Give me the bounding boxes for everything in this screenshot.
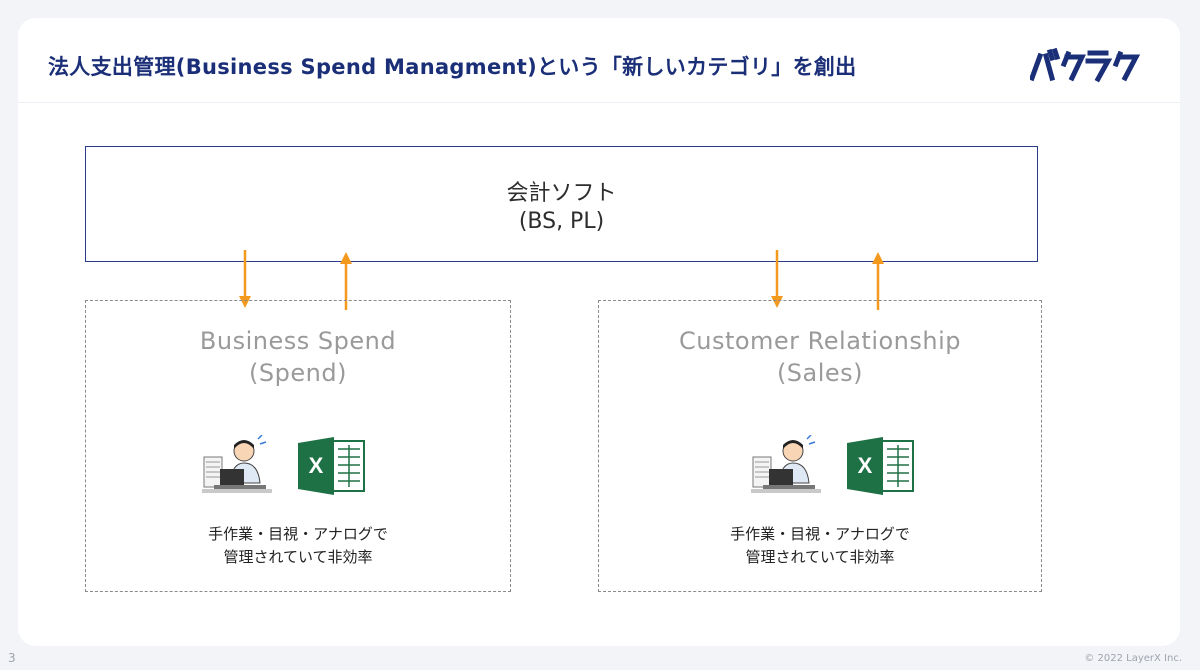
icon-row: X (86, 435, 510, 501)
arrow-up-left (340, 252, 352, 310)
svg-text:X: X (858, 453, 873, 478)
customer-relationship-caption-line1: 手作業・目視・アナログで (730, 525, 910, 543)
customer-relationship-caption-line2: 管理されていて非効率 (745, 548, 895, 566)
business-spend-title: Business Spend (199, 327, 397, 355)
business-spend-box: Business Spend (Spend) (85, 300, 511, 592)
customer-relationship-title: Customer Relationship (678, 327, 962, 355)
header-divider (18, 102, 1180, 103)
stressed-office-worker-icon (202, 435, 272, 493)
excel-icon: X (847, 437, 914, 495)
customer-relationship-box: Customer Relationship (Sales) (598, 300, 1042, 592)
arrow-down-right (771, 250, 783, 308)
accounting-software-label: 会計ソフト (506, 181, 617, 206)
business-spend-subtitle: (Spend) (249, 359, 347, 387)
business-spend-caption-line1: 手作業・目視・アナログで (208, 525, 388, 543)
icon-row: X (599, 435, 1041, 501)
business-spend-caption-line2: 管理されていて非効率 (223, 548, 373, 566)
arrow-down-left (239, 250, 251, 308)
arrow-up-right (872, 252, 884, 310)
stressed-office-worker-icon (751, 435, 821, 493)
excel-icon: X (298, 437, 365, 495)
bakuraku-logo (1030, 48, 1141, 83)
slide-title: 法人支出管理(Business Spend Managment)という「新しいカ… (48, 55, 857, 79)
accounting-software-sublabel: (BS, PL) (518, 209, 605, 234)
customer-relationship-subtitle: (Sales) (776, 359, 864, 387)
page-number: 3 (8, 651, 16, 665)
svg-text:X: X (309, 453, 324, 478)
copyright-notice: © 2022 LayerX Inc. (1084, 653, 1182, 664)
slide: 法人支出管理(Business Spend Managment)という「新しいカ… (18, 18, 1180, 646)
accounting-software-box: 会計ソフト (BS, PL) (85, 146, 1038, 262)
